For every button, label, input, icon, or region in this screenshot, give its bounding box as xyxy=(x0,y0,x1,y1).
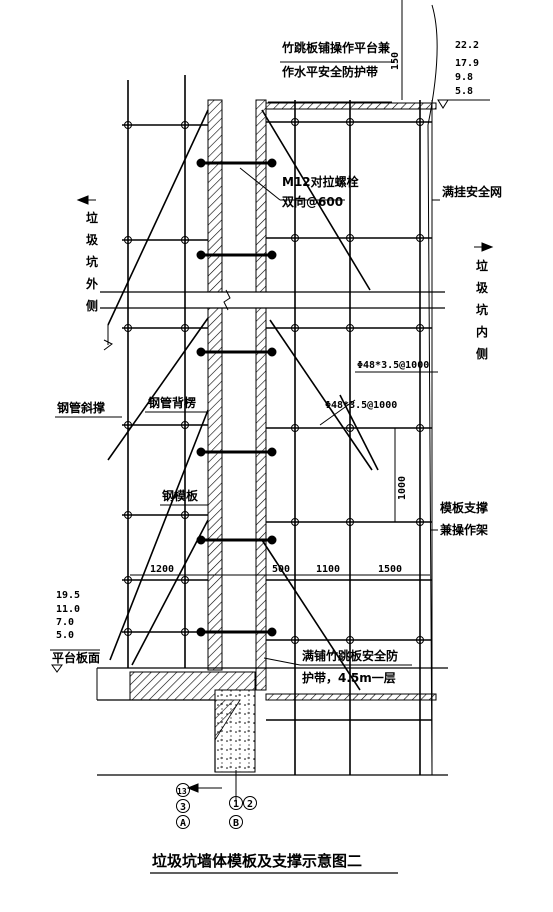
dim-500: 500 xyxy=(272,564,290,575)
label-support-frame-line2: 兼操作架 xyxy=(439,522,488,537)
label-bottom-bamboo-line2: 护带，4.5m一层 xyxy=(302,670,396,685)
svg-text:1: 1 xyxy=(233,799,239,810)
elev-left-1: 19.5 xyxy=(56,590,80,601)
dim-1200: 1200 xyxy=(150,564,174,575)
bottom-bamboo-platform xyxy=(265,693,437,701)
label-steel-form: 钢模板 xyxy=(162,488,199,503)
label-bamboo-platform-line2: 作水平安全防护带 xyxy=(282,64,378,79)
svg-text:侧: 侧 xyxy=(476,346,488,361)
elev-right-4: 5.8 xyxy=(455,86,473,97)
label-outside-side: 垃 圾 坑 外 侧 xyxy=(86,210,99,313)
svg-text:B: B xyxy=(233,818,239,829)
svg-text:坑: 坑 xyxy=(86,254,98,269)
svg-text:坑: 坑 xyxy=(476,302,488,317)
diagram-title: 垃圾坑墙体模板及支撑示意图二 xyxy=(152,852,362,870)
label-bolt-line2: 双向@600 xyxy=(282,194,343,209)
svg-text:A: A xyxy=(180,818,186,829)
elev-right-2: 17.9 xyxy=(455,58,479,69)
wall-formwork xyxy=(100,99,445,691)
ground-section xyxy=(96,667,448,776)
svg-text:内: 内 xyxy=(476,324,488,339)
dim-top-150: 150 xyxy=(390,52,401,70)
svg-text:垃: 垃 xyxy=(476,258,488,273)
dim-vertical-1000: 1000 xyxy=(397,476,408,500)
label-pipe-spec-2: Φ48*3.5@1000 xyxy=(325,400,397,411)
label-safety-net: 满挂安全网 xyxy=(442,184,502,199)
svg-text:外: 外 xyxy=(86,276,98,291)
label-bamboo-platform-line1: 竹跳板铺操作平台兼 xyxy=(281,40,391,55)
top-bamboo-platform xyxy=(265,102,437,110)
svg-text:圾: 圾 xyxy=(86,233,99,247)
svg-text:垃: 垃 xyxy=(86,210,98,225)
label-steel-back: 钢管背楞 xyxy=(148,395,196,410)
svg-text:圾: 圾 xyxy=(476,281,489,295)
svg-text:13: 13 xyxy=(177,787,187,796)
elev-left-2: 11.0 xyxy=(56,604,80,615)
annotations: 竹跳板铺操作平台兼 作水平安全防护带 150 22.2 17.9 9.8 5.8… xyxy=(52,40,502,685)
label-platform-face: 平台板面 xyxy=(52,650,100,665)
label-bolt-line1: M12对拉螺栓 xyxy=(282,174,359,189)
tie-bolts xyxy=(196,158,277,637)
svg-text:侧: 侧 xyxy=(86,298,98,313)
label-pipe-spec-1: Φ48*3.5@1000 xyxy=(357,360,429,371)
leader-lines xyxy=(50,0,494,874)
axis-mark-labels: 13 3 A 1 2 B xyxy=(177,787,253,829)
elev-left-4: 5.0 xyxy=(56,630,74,641)
label-support-frame-line1: 模板支撑 xyxy=(440,500,488,515)
label-steel-brace: 钢管斜撑 xyxy=(57,400,105,415)
elev-right-1: 22.2 xyxy=(455,40,479,51)
label-bottom-bamboo-line1: 满铺竹跳板安全防 xyxy=(302,648,398,663)
axis-marks xyxy=(176,783,257,829)
dim-1500: 1500 xyxy=(378,564,402,575)
outer-scaffold xyxy=(103,75,209,668)
dim-1100: 1100 xyxy=(316,564,340,575)
elev-right-3: 9.8 xyxy=(455,72,473,83)
svg-text:2: 2 xyxy=(247,799,253,810)
label-inside-side: 垃 圾 坑 内 侧 xyxy=(476,258,489,361)
inner-scaffold xyxy=(261,4,438,776)
svg-text:3: 3 xyxy=(180,802,186,813)
elev-left-3: 7.0 xyxy=(56,617,74,628)
